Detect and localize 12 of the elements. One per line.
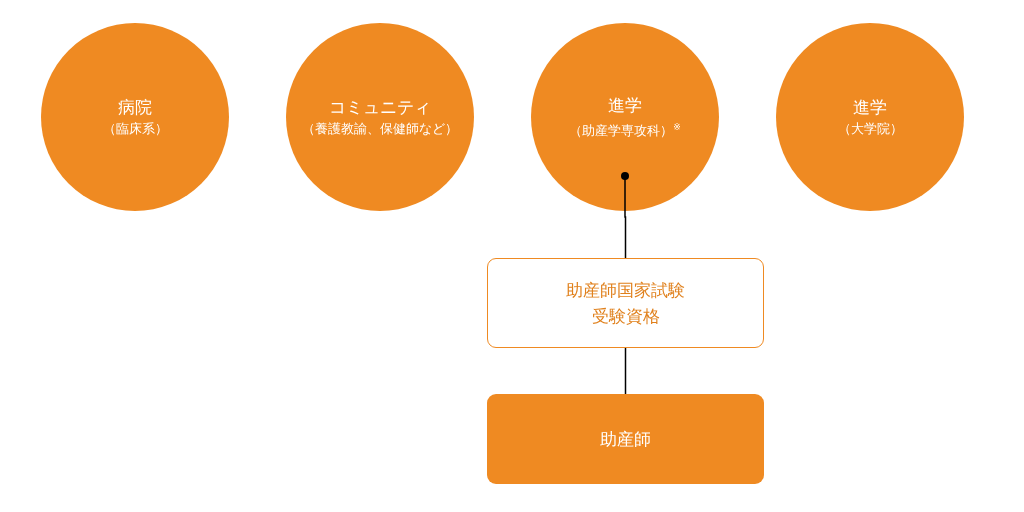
heading-text: コミュニティ	[329, 96, 431, 119]
heading-text: 進学	[608, 93, 642, 117]
note-text: （養護教諭、保健師など）	[302, 120, 458, 138]
note-text: （助産学専攻科）$^{※}$	[569, 120, 681, 141]
heading-text: 進学	[853, 96, 887, 119]
connector-line	[621, 172, 629, 259]
note-text: （大学院）	[837, 120, 903, 138]
profession-box: 助産師	[487, 394, 764, 484]
note-text: （臨床系）	[102, 120, 168, 138]
heading-text: 病院	[118, 96, 152, 119]
connector-line	[624, 347, 627, 395]
qualification-box: 助産師国家試験受験資格	[487, 258, 764, 348]
